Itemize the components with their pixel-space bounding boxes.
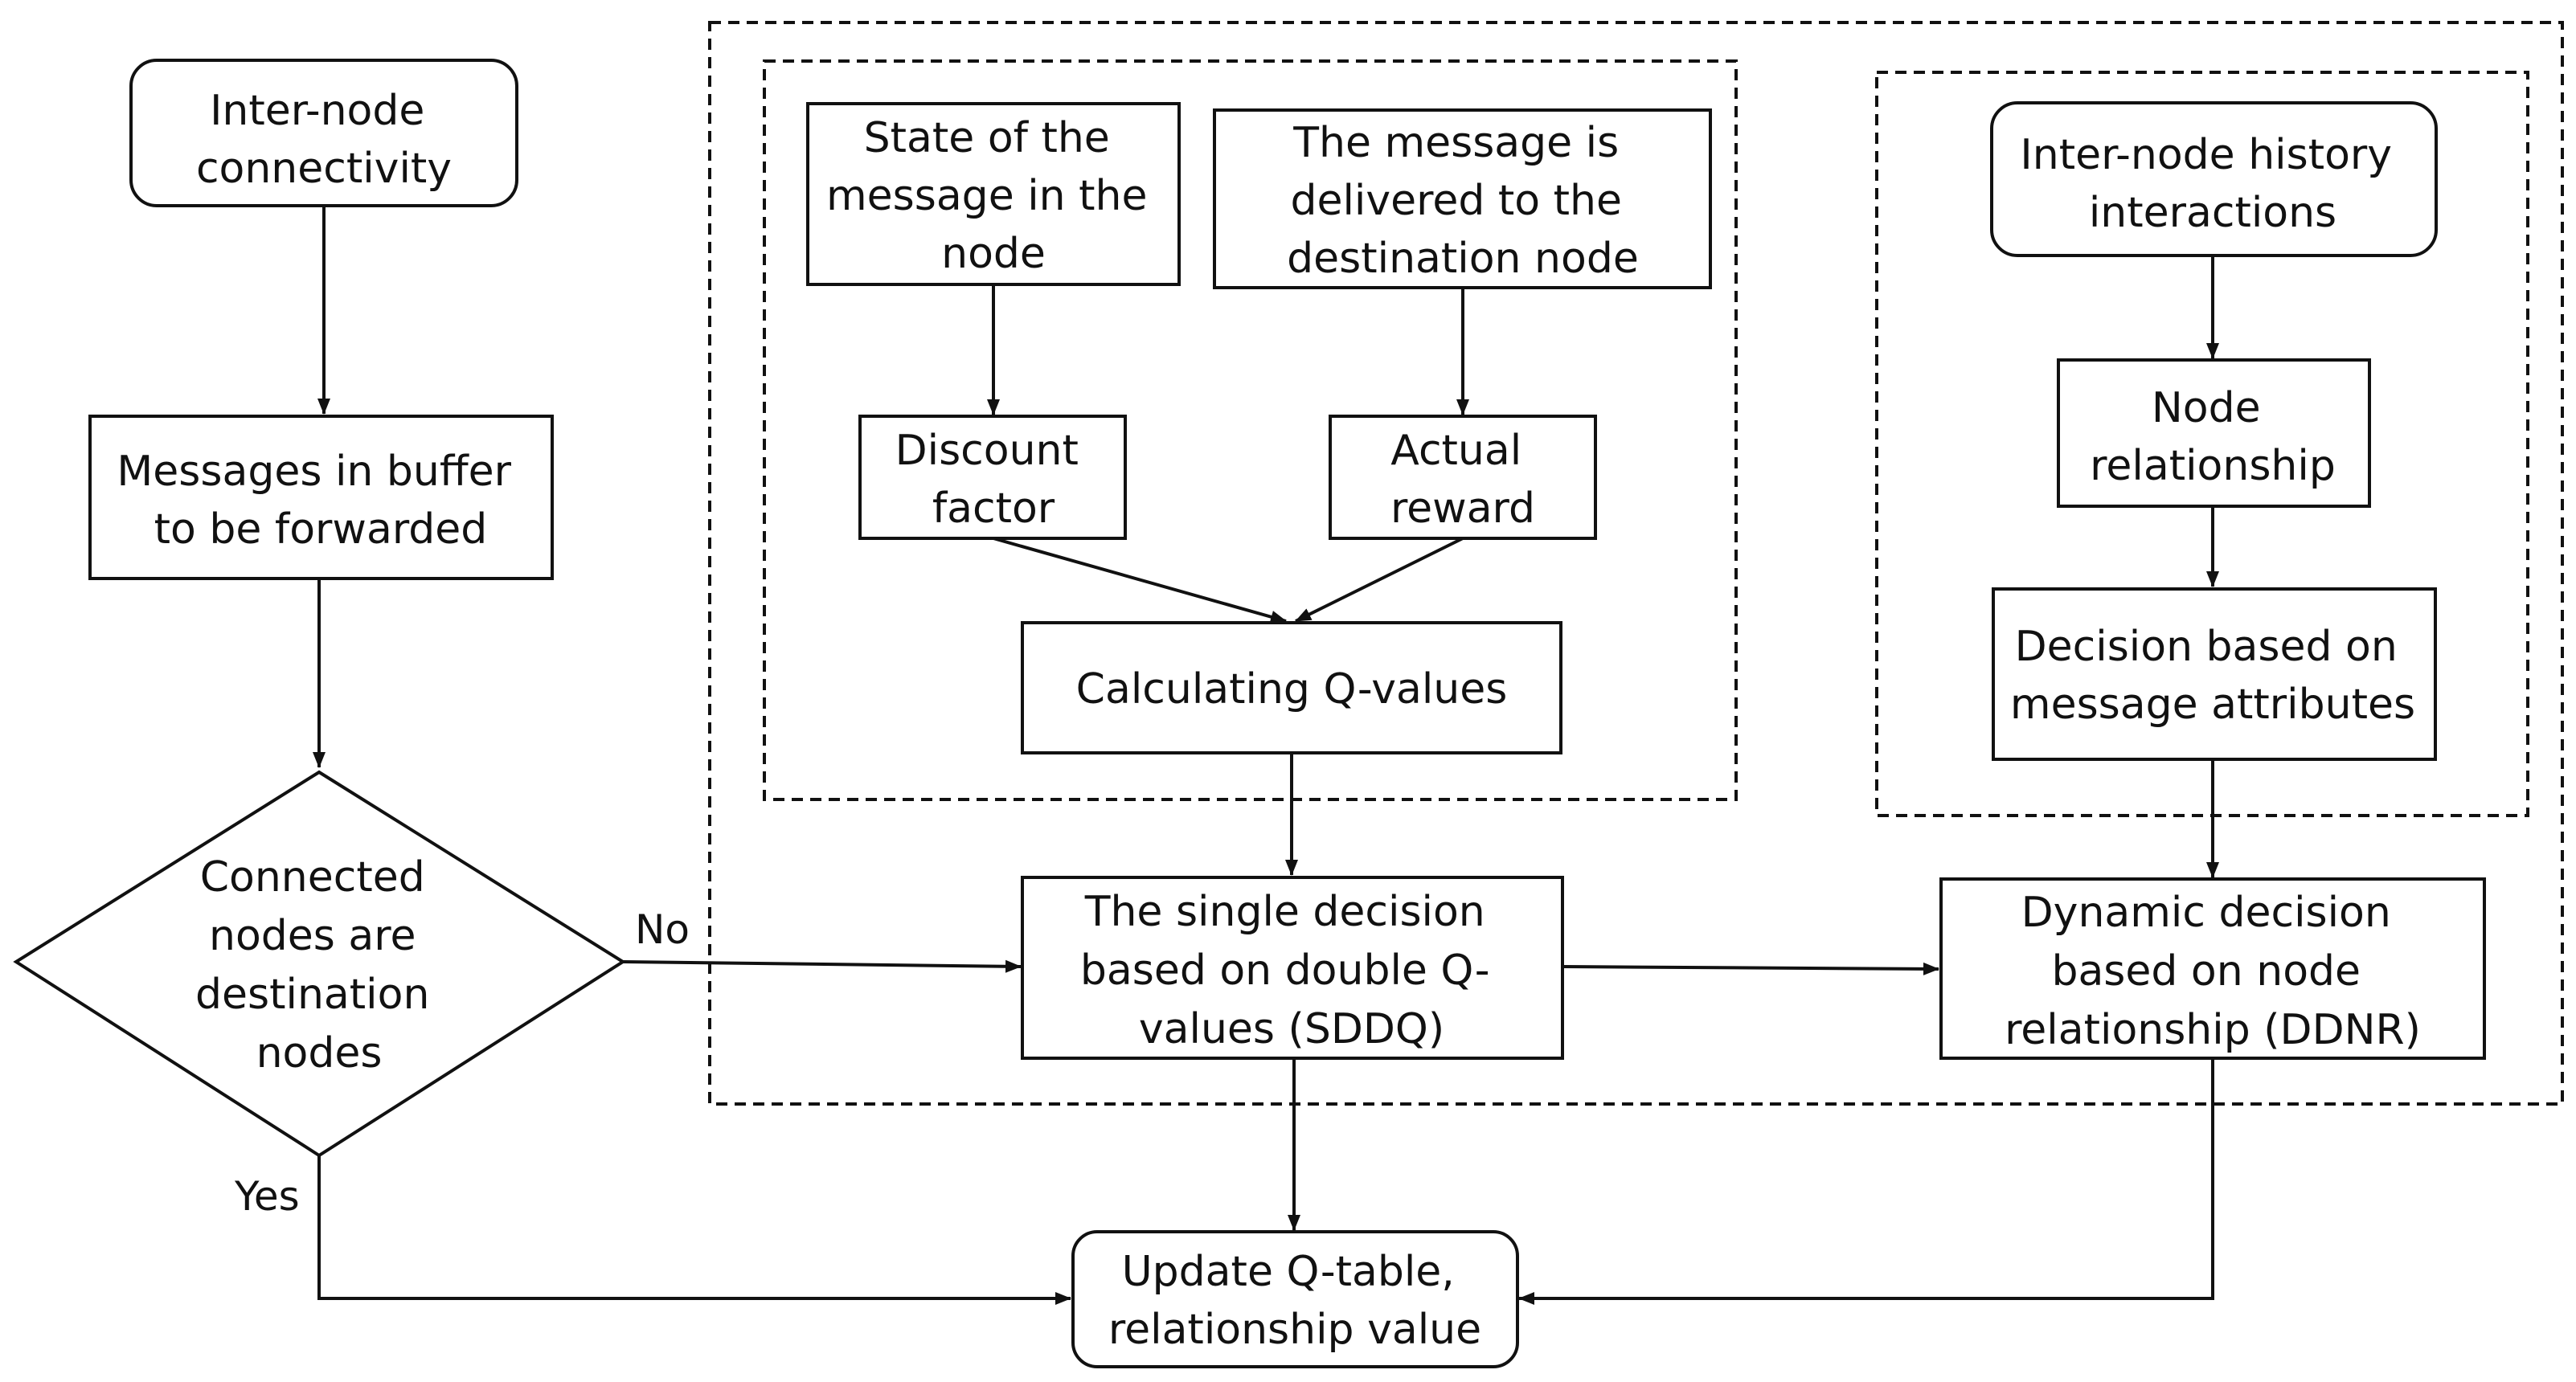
node-label-line: Node xyxy=(2152,384,2261,432)
node-label-line: Decision based on xyxy=(2015,623,2398,671)
node-label-line: Connected xyxy=(200,853,425,902)
node-label-line: State of the xyxy=(864,114,1110,162)
node-label-line: nodes are xyxy=(209,912,416,960)
node-calculating-q-values: Calculating Q-values xyxy=(1021,621,1562,754)
node-label-line: nodes xyxy=(256,1029,383,1077)
node-sddq: The single decision based on double Q- v… xyxy=(1021,876,1564,1060)
node-label: The single decision based on double Q- v… xyxy=(1080,888,1503,1053)
node-label-line: message in the xyxy=(826,172,1148,220)
edge-ddnr-to-update xyxy=(1518,1058,2214,1305)
edge-decision-yes-to-update xyxy=(317,1155,1071,1305)
node-label: Actual reward xyxy=(1390,427,1535,533)
edge-label-no: No xyxy=(635,906,690,953)
edge-sddq-to-ddnr xyxy=(1562,962,1939,975)
node-label-line: Inter-node xyxy=(210,87,424,135)
node-inter-node-connectivity: Inter-node connectivity xyxy=(129,59,518,207)
q-value-group-frame xyxy=(763,59,1738,801)
node-discount-factor: Discount factor xyxy=(858,415,1127,540)
node-label-line: connectivity xyxy=(196,145,452,193)
node-label: Messages in buffer to be forwarded xyxy=(117,448,524,554)
node-ddnr: Dynamic decision based on node relations… xyxy=(1939,877,2486,1060)
edge-discount-to-calculating xyxy=(993,537,1287,624)
node-label-line: message attributes xyxy=(2010,681,2415,729)
node-label-line: node xyxy=(941,230,1046,278)
node-label: Inter-node history interactions xyxy=(2020,131,2405,237)
node-label: State of the message in the node xyxy=(826,114,1161,278)
node-label-line: reward xyxy=(1390,485,1535,533)
node-messages-in-buffer: Messages in buffer to be forwarded xyxy=(88,415,554,580)
node-label-line: interactions xyxy=(2089,189,2336,237)
node-decision-message-attributes: Decision based on message attributes xyxy=(1992,587,2437,761)
node-label-line: factor xyxy=(932,485,1055,533)
node-label-line: Dynamic decision xyxy=(2021,889,2391,937)
node-node-relationship: Node relationship xyxy=(2057,358,2371,508)
node-label-line: destination node xyxy=(1287,235,1639,283)
node-label: Connected nodes are destination nodes xyxy=(195,853,443,1077)
node-label-line: values (SDDQ) xyxy=(1139,1005,1444,1053)
edge-label-yes: Yes xyxy=(234,1173,300,1220)
node-label-line: based on node xyxy=(2051,947,2361,996)
node-label: Node relationship xyxy=(2090,384,2336,490)
edge-decision-no-to-sddq xyxy=(622,959,1022,973)
node-label-line: Messages in buffer xyxy=(117,448,511,496)
relationship-group-frame xyxy=(1875,71,2529,817)
node-label: Update Q-table, relationship value xyxy=(1108,1248,1481,1354)
node-label: Inter-node connectivity xyxy=(196,87,452,193)
node-label-line: to be forwarded xyxy=(154,505,488,554)
node-label-line: relationship (DDNR) xyxy=(2005,1006,2421,1054)
node-label-line: The single decision xyxy=(1084,888,1485,936)
node-label: Dynamic decision based on node relations… xyxy=(2005,889,2421,1054)
node-label: Calculating Q-values xyxy=(1076,665,1508,713)
node-label-line: The message is xyxy=(1292,119,1619,167)
node-label-line: Actual xyxy=(1390,427,1521,475)
node-label-line: relationship value xyxy=(1108,1306,1481,1354)
node-label-line: Inter-node history xyxy=(2020,131,2392,179)
node-label: The message is delivered to the destinat… xyxy=(1287,119,1639,283)
node-inter-node-history: Inter-node history interactions xyxy=(1990,101,2438,257)
node-label-line: based on double Q- xyxy=(1080,947,1490,995)
node-label-line: delivered to the xyxy=(1290,177,1622,225)
node-label-line: relationship xyxy=(2090,442,2336,490)
node-state-of-message: State of the message in the node xyxy=(806,102,1181,286)
node-update-q-table: Update Q-table, relationship value xyxy=(1071,1230,1519,1368)
node-label-line: Calculating Q-values xyxy=(1076,665,1508,713)
outer-group-frame xyxy=(708,21,2564,1106)
node-label-line: destination xyxy=(195,971,429,1019)
node-actual-reward: Actual reward xyxy=(1329,415,1597,540)
node-message-delivered: The message is delivered to the destinat… xyxy=(1213,108,1712,289)
edge-reward-to-calculating xyxy=(1295,537,1464,623)
node-label: Decision based on message attributes xyxy=(2010,623,2415,729)
edges xyxy=(313,206,2219,1305)
node-label: Discount factor xyxy=(895,427,1092,533)
decision-connected-nodes-destination: Connected nodes are destination nodes xyxy=(13,770,626,1158)
node-label-line: Update Q-table, xyxy=(1122,1248,1455,1296)
node-label-line: Discount xyxy=(895,427,1079,475)
